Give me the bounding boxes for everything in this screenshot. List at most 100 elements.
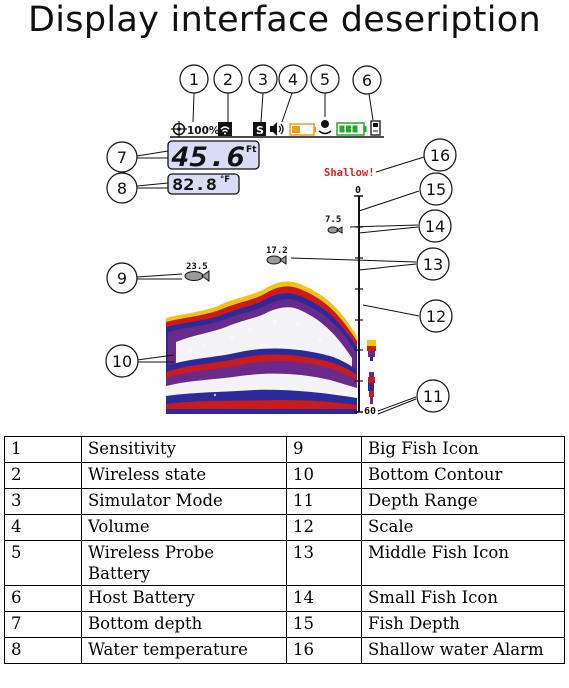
callout-lines (136, 92, 425, 415)
legend-number: 11 (286, 488, 362, 515)
legend-number: 7 (4, 611, 82, 638)
svg-text:5: 5 (320, 70, 330, 89)
big-fish-label: 23.5 (186, 262, 208, 272)
svg-text:12: 12 (426, 307, 446, 326)
temperature-unit: °F (220, 175, 230, 185)
svg-text:3: 3 (258, 70, 268, 89)
temperature-value: 82.8 (172, 175, 217, 194)
legend-description: Middle Fish Icon (361, 540, 565, 586)
big-fish-icon (184, 270, 210, 282)
legend-number: 3 (4, 488, 82, 515)
probe-icon (318, 120, 332, 135)
legend-description: Water temperature (81, 637, 287, 664)
callout-6: 6 (352, 65, 382, 95)
legend-number: 1 (4, 436, 82, 463)
callout-1: 1 (179, 64, 209, 94)
legend-description: Fish Depth (361, 611, 565, 638)
legend-description: Shallow water Alarm (361, 637, 565, 664)
svg-text:1: 1 (189, 70, 199, 89)
host-battery-icon (336, 122, 367, 136)
callout-8: 8 (106, 172, 138, 204)
legend-description: Volume (81, 514, 287, 541)
legend-number: 13 (286, 540, 362, 586)
svg-text:16: 16 (430, 146, 450, 165)
legend-number: 12 (286, 514, 362, 541)
svg-text:15: 15 (426, 180, 446, 199)
legend-description: Host Battery (81, 585, 287, 612)
callout-16: 16 (423, 138, 457, 172)
callout-12: 12 (419, 299, 453, 333)
middle-fish-label: 17.2 (266, 246, 288, 256)
depth-box (167, 140, 260, 170)
legend-number: 8 (4, 637, 82, 664)
callout-15: 15 (419, 172, 453, 206)
legend-description: Simulator Mode (81, 488, 287, 515)
callout-4: 4 (278, 64, 308, 94)
sensitivity-value: 100% (187, 125, 220, 137)
legend-number: 14 (286, 585, 362, 612)
svg-text:2: 2 (223, 70, 233, 89)
volume-icon (270, 122, 284, 136)
depth-unit: Ft (246, 145, 257, 155)
svg-text:11: 11 (423, 387, 443, 406)
legend-number: 9 (286, 436, 362, 463)
legend-number: 15 (286, 611, 362, 638)
wireless-icon (218, 122, 232, 136)
callout-10: 10 (105, 344, 139, 378)
shallow-alarm: Shallow! (324, 167, 375, 179)
legend-description: Scale (361, 514, 565, 541)
svg-text:6: 6 (362, 71, 372, 90)
svg-text:8: 8 (117, 179, 127, 198)
scale-top-label: 0 (355, 185, 361, 196)
legend-description: Wireless Probe Battery (81, 540, 287, 586)
callout-3: 3 (248, 64, 278, 94)
legend-description: Depth Range (361, 488, 565, 515)
callout-5: 5 (310, 64, 340, 94)
sonar-column (367, 340, 376, 404)
simulator-icon (253, 122, 266, 136)
callout-7: 7 (106, 141, 138, 173)
page-title: Display interface deseription (28, 0, 541, 40)
temperature-box (167, 173, 240, 195)
svg-text:4: 4 (288, 70, 298, 89)
svg-text:9: 9 (117, 269, 127, 288)
svg-text:14: 14 (425, 217, 445, 236)
callout-14: 14 (418, 209, 452, 243)
callout-13: 13 (416, 247, 450, 281)
middle-fish-icon (266, 255, 287, 265)
legend-description: Small Fish Icon (361, 585, 565, 612)
display-diagram: 100% S 45.6 Ft 82.8 (105, 64, 457, 417)
callout-11: 11 (416, 379, 450, 413)
legend-description: Sensitivity (81, 436, 287, 463)
svg-text:10: 10 (112, 352, 132, 371)
legend-description: Big Fish Icon (361, 436, 565, 463)
sensitivity-icon (171, 121, 187, 137)
simulator-letter: S (256, 124, 264, 137)
legend-description: Bottom Contour (361, 462, 565, 489)
small-fish-icon (327, 226, 343, 234)
svg-text:13: 13 (423, 255, 443, 274)
depth-value: 45.6 (171, 142, 245, 173)
probe-battery-icon (289, 123, 316, 136)
scale-bottom-label: 60 (364, 406, 376, 417)
callout-2: 2 (213, 64, 243, 94)
legend-number: 10 (286, 462, 362, 489)
legend-number: 6 (4, 585, 82, 612)
callout-9: 9 (106, 262, 138, 294)
legend-number: 2 (4, 462, 82, 489)
sonar-bottom-contour (165, 280, 357, 414)
legend-description: Wireless state (81, 462, 287, 489)
legend-number: 16 (286, 637, 362, 664)
legend-description: Bottom depth (81, 611, 287, 638)
legend-number: 5 (4, 540, 82, 586)
device-icon (370, 120, 381, 136)
